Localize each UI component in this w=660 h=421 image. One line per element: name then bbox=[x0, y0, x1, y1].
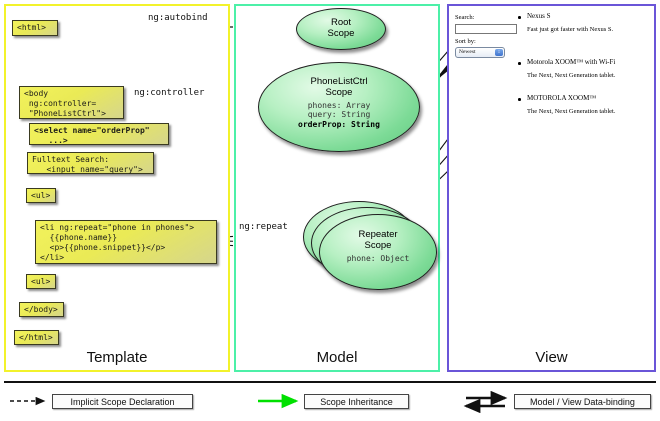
scope-root-title-1: Root bbox=[330, 17, 352, 28]
list-item[interactable]: Nexus S Fast just got faster with Nexus … bbox=[518, 12, 614, 33]
phone-snippet: Fast just got faster with Nexus S. bbox=[527, 26, 614, 33]
chevron-updown-icon[interactable]: ↕ bbox=[495, 49, 503, 56]
connector-label-controller: ng:controller bbox=[134, 88, 205, 98]
scope-phonelistctrl-title-1: PhoneListCtrl bbox=[310, 76, 368, 87]
column-label-view: View bbox=[535, 349, 568, 366]
sort-select[interactable]: Newest ↕ bbox=[455, 47, 505, 58]
phone-name: Nexus S bbox=[527, 12, 551, 20]
scope-phonelistctrl-props: phones: Array query: String orderProp: S… bbox=[259, 101, 419, 130]
scope-root[interactable]: Root Scope bbox=[296, 8, 386, 50]
scope-prop-phones: phones: Array bbox=[307, 100, 371, 110]
code-box-body-open[interactable]: <body ng:controller= "PhoneListCtrl"> bbox=[19, 86, 124, 119]
phone-snippet: The Next, Next Generation tablet. bbox=[527, 108, 616, 115]
code-box-html-open[interactable]: <html> bbox=[12, 20, 58, 36]
scope-prop-phone: phone: Object bbox=[346, 253, 410, 263]
sort-label: Sort by: bbox=[455, 38, 476, 45]
legend-divider bbox=[4, 381, 656, 383]
code-box-li-repeat[interactable]: <li ng:repeat="phone in phones"> {{phone… bbox=[35, 220, 217, 264]
scope-phonelistctrl[interactable]: PhoneListCtrl Scope phones: Array query:… bbox=[258, 62, 420, 152]
code-box-body-close[interactable]: </body> bbox=[19, 302, 64, 317]
bullet-icon bbox=[518, 16, 521, 19]
code-box-ul-close[interactable]: <ul> bbox=[26, 274, 56, 289]
list-item[interactable]: MOTOROLA XOOM™ The Next, Next Generation… bbox=[518, 94, 616, 115]
phone-name: MOTOROLA XOOM™ bbox=[527, 94, 597, 102]
legend-item-implicit-scope-declaration: Implicit Scope Declaration bbox=[52, 394, 193, 409]
scope-root-title-2: Scope bbox=[327, 27, 355, 39]
code-box-select-tag[interactable]: <select name="orderProp" ...> bbox=[29, 123, 169, 145]
search-input[interactable] bbox=[455, 24, 517, 34]
scope-repeater-title-1: Repeater bbox=[358, 229, 398, 240]
phone-snippet: The Next, Next Generation tablet. bbox=[527, 72, 616, 79]
column-label-template: Template bbox=[86, 349, 148, 366]
search-label: Search: bbox=[455, 14, 475, 21]
bullet-icon bbox=[518, 62, 521, 65]
scope-prop-query: query: String bbox=[307, 110, 371, 120]
sort-select-value: Newest bbox=[459, 49, 476, 55]
list-item[interactable]: Motorola XOOM™ with Wi-Fi The Next, Next… bbox=[518, 58, 616, 79]
code-box-ul-open[interactable]: <ul> bbox=[26, 188, 56, 203]
scope-repeater-props: phone: Object bbox=[320, 254, 436, 264]
bullet-icon bbox=[518, 98, 521, 101]
column-label-model: Model bbox=[316, 349, 358, 366]
column-view: View bbox=[447, 4, 656, 372]
column-model: Model bbox=[234, 4, 440, 372]
connector-label-repeat: ng:repeat bbox=[239, 222, 288, 232]
scope-phonelistctrl-title-2: Scope bbox=[325, 86, 353, 98]
legend-item-model-view-data-binding: Model / View Data-binding bbox=[514, 394, 651, 409]
code-box-fulltext-search[interactable]: Fulltext Search: <input name="query"> bbox=[27, 152, 154, 174]
code-box-html-close[interactable]: </html> bbox=[14, 330, 59, 345]
phone-name: Motorola XOOM™ with Wi-Fi bbox=[527, 58, 616, 66]
legend-item-scope-inheritance: Scope Inheritance bbox=[304, 394, 409, 409]
scope-repeater[interactable]: Repeater Scope phone: Object bbox=[319, 214, 437, 290]
scope-prop-orderprop: orderProp: String bbox=[298, 120, 380, 130]
scope-repeater-title-2: Scope bbox=[364, 239, 392, 251]
connector-label-autobind: ng:autobind bbox=[148, 13, 208, 23]
